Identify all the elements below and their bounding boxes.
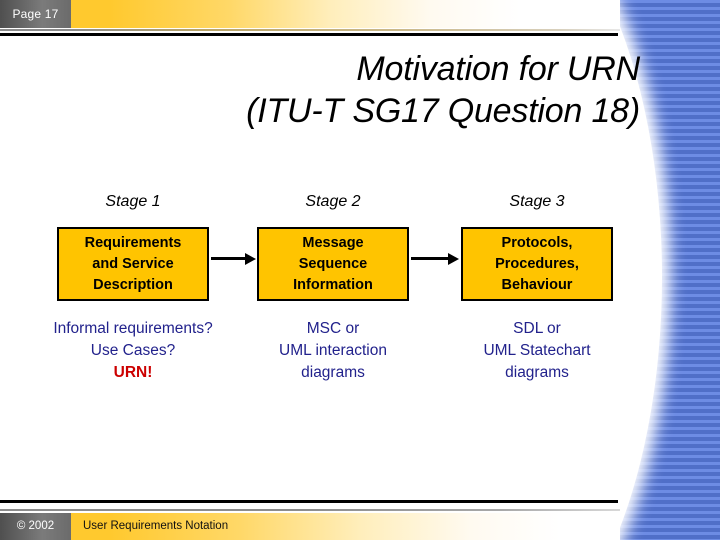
stage-column-2: Stage 2 Message Sequence Information MSC… [248,193,418,384]
title-line-2: (ITU-T SG17 Question 18) [246,92,640,130]
stage-box-1: Requirements and Service Description [57,227,209,301]
footer-subtitle: User Requirements Notation [83,520,229,532]
stage-column-3: Stage 3 Protocols, Procedures, Behaviour… [452,193,622,384]
stage-note-3-line-2: UML Statechart [483,342,591,359]
stage-label-3: Stage 3 [509,193,565,210]
stage-box-2-line-3: Information [293,276,373,293]
stage-box-2-line-1: Message [302,234,364,251]
stage-note-3-line-3: diagrams [505,364,569,381]
stage-note-1-line-1: Informal requirements? [53,320,213,337]
page-title: Motivation for URN (ITU-T SG17 Question … [40,48,640,132]
stage-box-2: Message Sequence Information [257,227,409,301]
stage-note-2-line-3: diagrams [301,364,365,381]
header-thick-rule [0,33,618,36]
stage-box-1-line-2: and Service [92,255,174,272]
stage-box-3-line-3: Behaviour [501,276,573,293]
title-line-1: Motivation for URN [356,50,640,88]
arrow-shaft-1 [211,257,246,260]
stage-box-2-line-2: Sequence [298,255,368,272]
stage-box-3: Protocols, Procedures, Behaviour [461,227,613,301]
footer-thin-rule [0,509,620,511]
stage-note-2: MSC or UML interaction diagrams [248,318,418,384]
header-bar: Page 17 [0,0,620,28]
header-thin-rule [0,29,620,31]
stage-label-1: Stage 1 [105,193,161,210]
stage-note-1-line-2: Use Cases? [90,342,176,359]
page-number-tab: Page 17 [0,0,71,28]
stage-note-1-highlight: URN! [113,364,153,381]
arrow-head-1 [245,253,256,265]
stage-column-1: Stage 1 Requirements and Service Descrip… [48,193,218,384]
stage-note-3: SDL or UML Statechart diagrams [452,318,622,384]
arrow-right-icon-2 [411,253,459,265]
footer-bar: © 2002 User Requirements Notation [0,513,620,540]
arrow-right-icon-1 [211,253,256,265]
arrow-shaft-2 [411,257,449,260]
stage-box-1-line-3: Description [93,276,173,293]
stage-box-3-line-2: Procedures, [495,255,579,272]
stage-diagram: Stage 1 Requirements and Service Descrip… [0,193,660,393]
stage-box-1-line-1: Requirements [84,234,182,251]
arrow-head-2 [448,253,459,265]
stage-note-3-line-1: SDL or [513,320,561,337]
footer-thick-rule [0,500,618,503]
stage-note-2-line-1: MSC or [306,320,360,337]
stage-note-2-line-2: UML interaction [279,342,387,359]
stage-label-2: Stage 2 [305,193,361,210]
stage-box-3-line-1: Protocols, [501,234,573,251]
stage-note-1: Informal requirements? Use Cases? URN! [48,318,218,384]
copyright-tab: © 2002 [0,513,71,540]
